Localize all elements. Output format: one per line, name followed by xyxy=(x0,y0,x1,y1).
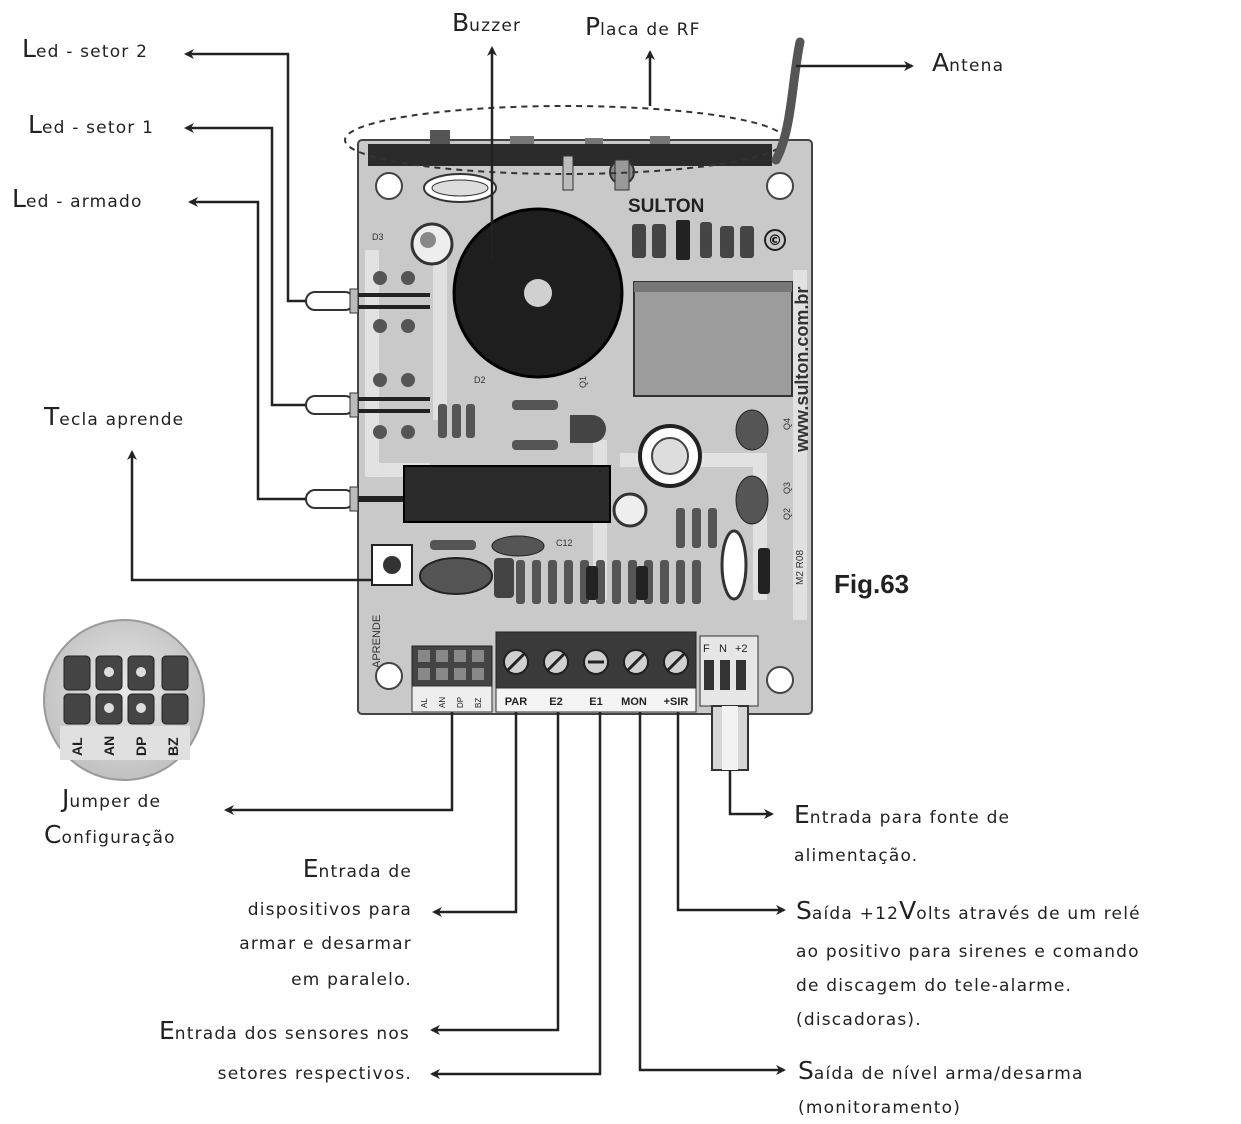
aprende-board-label: APRENDE xyxy=(371,615,383,668)
power-connector: F N +2 xyxy=(699,635,759,771)
zoom-label-bz: BZ xyxy=(165,737,181,756)
silk-q2: Q2 xyxy=(782,508,792,520)
label-saida-nivel-line2: (monitoramento) xyxy=(798,1098,962,1118)
label-tecla-aprende: Tecla aprende xyxy=(44,402,185,431)
copyright-label: © xyxy=(768,233,782,249)
antenna-wire xyxy=(771,37,805,165)
figure-label: Fig.63 xyxy=(834,569,910,599)
arrow-entrada-sensores-1 xyxy=(430,712,560,1035)
label-saida-12v-line3: de discagem do tele-alarme. xyxy=(796,976,1073,996)
transistors-right xyxy=(735,409,769,525)
arrow-entrada-fonte xyxy=(728,770,774,819)
arrow-led-setor1 xyxy=(184,123,306,407)
arrow-entrada-sensores-2 xyxy=(430,712,602,1079)
website-label: www.sulton.com.br xyxy=(792,287,812,453)
transistor-q1 xyxy=(570,415,606,443)
label-saida-12v-line2: ao positivo para sirenes e comando xyxy=(796,942,1140,962)
label-entrada-dispositivos-line2: dispositivos para xyxy=(247,900,412,920)
board-jumper-label-bz: BZ xyxy=(474,698,483,708)
label-led-setor2: Led - setor 2 xyxy=(22,34,149,63)
label-led-setor1: Led - setor 1 xyxy=(28,110,155,139)
label-placa-rf: Placa de RF xyxy=(585,12,701,41)
arrow-led-setor2 xyxy=(184,49,306,303)
resistor-rows xyxy=(430,400,717,604)
silk-q4: Q4 xyxy=(782,418,792,430)
zoom-label-al: AL xyxy=(69,737,85,756)
silk-d3: D3 xyxy=(372,232,384,242)
crystal xyxy=(720,529,748,601)
arrow-led-armado xyxy=(188,197,306,501)
brand-label: SULTON xyxy=(628,196,704,217)
copyright-icon xyxy=(764,229,786,251)
arrow-saida-12v xyxy=(676,712,786,915)
label-saida-nivel-line1: Saída de nível arma/desarma xyxy=(798,1056,1084,1085)
terminal-label-par: PAR xyxy=(505,696,527,708)
learn-button xyxy=(371,544,413,586)
label-entrada-fonte-line1: Entrada para fonte de xyxy=(794,800,1011,829)
board-jumper-label-an: AN xyxy=(438,697,447,708)
arrow-entrada-dispositivos xyxy=(432,712,518,917)
terminal-label-mon: MON xyxy=(621,696,647,708)
label-saida-12v-line1: Saída +12Volts através de um relé xyxy=(796,896,1141,925)
silk-c12: C12 xyxy=(556,538,573,548)
silk-d2: D2 xyxy=(474,375,486,385)
label-entrada-sensores-line1: Entrada dos sensores nos xyxy=(158,1016,410,1045)
label-entrada-dispositivos-line3: armar e desarmar xyxy=(239,934,412,954)
power-label-n: N xyxy=(719,643,727,655)
arrow-tecla-aprende xyxy=(127,450,372,582)
power-label-f: F xyxy=(703,643,710,655)
label-entrada-dispositivos-line4: em paralelo. xyxy=(291,970,412,990)
zoom-label-an: AN xyxy=(101,736,117,756)
label-buzzer: Buzzer xyxy=(452,8,522,37)
power-label-plus2: +2 xyxy=(735,643,748,655)
arrow-jumper-config xyxy=(224,712,454,815)
board-jumper-label-al: AL xyxy=(420,698,429,708)
led-armado xyxy=(305,486,406,512)
silk-q1: Q1 xyxy=(578,376,588,388)
arrow-saida-nivel xyxy=(638,712,786,1075)
label-entrada-fonte-line2: alimentação. xyxy=(794,846,919,866)
led-setor1 xyxy=(305,373,430,439)
terminal-label-e1: E1 xyxy=(589,696,602,708)
led-setor2 xyxy=(305,271,430,333)
microcontroller-ic xyxy=(403,465,611,523)
terminal-label-e2: E2 xyxy=(549,696,562,708)
diodes xyxy=(586,548,770,600)
buzzer xyxy=(452,207,624,379)
label-jumper-config-line2: Configuração xyxy=(44,820,176,849)
relay xyxy=(633,281,793,397)
terminal-label-sir: +SIR xyxy=(664,696,689,708)
jumper-zoom: AL AN DP BZ xyxy=(43,619,205,781)
jumper-block-board: AL AN DP BZ xyxy=(411,645,493,713)
label-led-armado: Led - armado xyxy=(12,184,143,213)
model-label: M2 R08 xyxy=(795,550,806,585)
label-jumper-config-line1: Jumper de xyxy=(62,784,162,813)
label-antena: Antena xyxy=(932,48,1005,77)
silk-q3: Q3 xyxy=(782,482,792,494)
terminal-block: PAR E2 E1 MON +SIR xyxy=(495,631,697,713)
board-jumper-label-dp: DP xyxy=(456,697,465,708)
zoom-label-dp: DP xyxy=(133,737,149,756)
label-saida-12v-line4: (discadoras). xyxy=(796,1010,922,1030)
label-entrada-sensores-line2: setores respectivos. xyxy=(217,1064,412,1084)
top-resistor-bank xyxy=(632,220,754,260)
label-entrada-dispositivos-line1: Entrada de xyxy=(302,854,412,883)
